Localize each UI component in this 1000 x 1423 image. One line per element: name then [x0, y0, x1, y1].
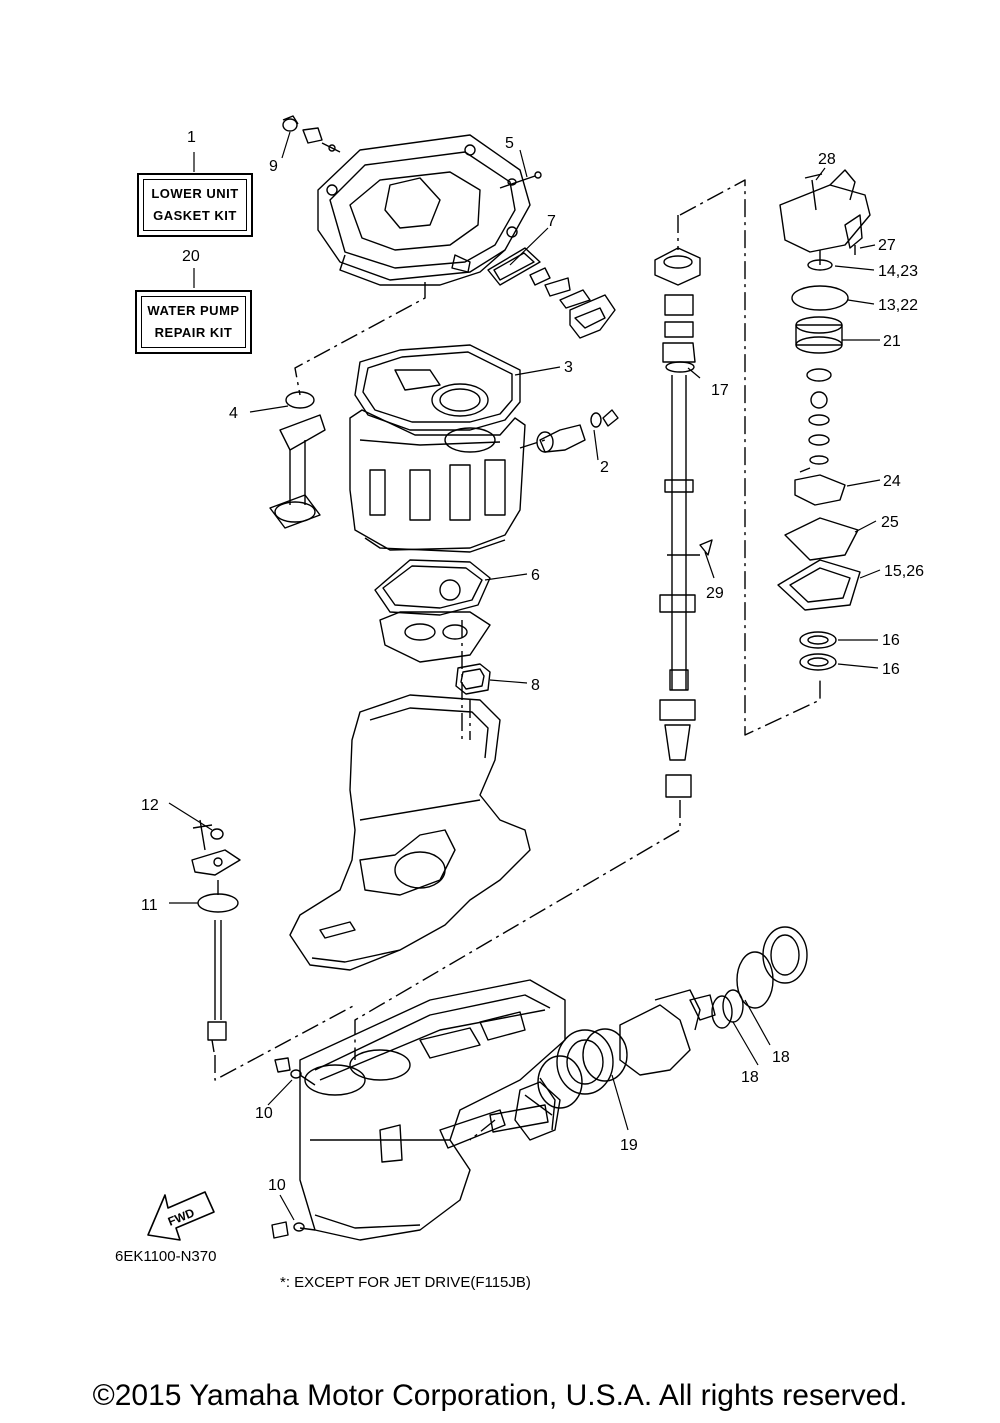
- gasket-6: [374, 559, 491, 663]
- bolt-5: [499, 171, 542, 189]
- callout-16-upper: 16: [882, 632, 900, 649]
- seal-9-parts: [282, 115, 341, 153]
- tube-4: [269, 391, 326, 529]
- callout-1: 1: [187, 129, 196, 146]
- callout-2: 2: [600, 459, 609, 476]
- leader-lines: [168, 131, 881, 1221]
- water-pump-repair-kit-box: WATER PUMP REPAIR KIT: [135, 290, 252, 354]
- callout-15-26: 15,26: [884, 563, 924, 580]
- copyright-notice: ©2015 Yamaha Motor Corporation, U.S.A. A…: [92, 1379, 908, 1412]
- gearcase: [299, 979, 566, 1241]
- callout-24: 24: [883, 473, 901, 490]
- diagram-code: 6EK1100-N370: [115, 1248, 217, 1265]
- upper-casing-top: [317, 134, 531, 286]
- callout-25: 25: [881, 514, 899, 531]
- callout-5: 5: [505, 135, 514, 152]
- callout-14-23: 14,23: [878, 263, 918, 280]
- callout-28: 28: [818, 151, 836, 168]
- rubber-8: [455, 663, 491, 695]
- callout-29: 29: [706, 585, 724, 602]
- callout-17: 17: [711, 382, 729, 399]
- callout-18-left: 18: [741, 1069, 759, 1086]
- gasket-3: [354, 344, 521, 431]
- alignment-lines: [214, 179, 821, 1231]
- callout-3: 3: [564, 359, 573, 376]
- water-pump-assembly: [777, 169, 871, 671]
- callout-21: 21: [883, 333, 901, 350]
- callout-20: 20: [182, 248, 200, 265]
- callout-9: 9: [269, 158, 278, 175]
- callout-13-22: 13,22: [878, 297, 918, 314]
- shift-rod-parts: [191, 819, 241, 1053]
- screw-10-parts: [271, 1057, 305, 1239]
- lower-unit-kit-line1: LOWER UNIT: [151, 186, 239, 201]
- callout-10-lower: 10: [268, 1177, 286, 1194]
- callout-7: 7: [547, 213, 556, 230]
- jet-drive-note: *: EXCEPT FOR JET DRIVE(F115JB): [280, 1274, 531, 1291]
- water-pump-kit-line2: REPAIR KIT: [154, 325, 233, 340]
- upper-casing-middle: [349, 409, 526, 553]
- exhaust-housing: [289, 694, 531, 971]
- callout-12: 12: [141, 797, 159, 814]
- seal-2-parts: [536, 409, 619, 453]
- callout-10-upper: 10: [255, 1105, 273, 1122]
- callout-16-lower: 16: [882, 661, 900, 678]
- callout-4: 4: [229, 405, 238, 422]
- callout-11: 11: [141, 897, 158, 914]
- fwd-arrow-icon: [147, 1191, 215, 1241]
- driveshaft-assembly: [654, 247, 713, 798]
- lower-unit-kit-line2: GASKET KIT: [153, 208, 237, 223]
- water-pump-kit-line1: WATER PUMP: [147, 303, 240, 318]
- propshaft-assembly: [489, 926, 808, 1141]
- callout-8: 8: [531, 677, 540, 694]
- lower-unit-gasket-kit-box: LOWER UNIT GASKET KIT: [137, 173, 253, 237]
- callout-19: 19: [620, 1137, 638, 1154]
- callout-27: 27: [878, 237, 896, 254]
- callout-6: 6: [531, 567, 540, 584]
- gasket-7: [487, 247, 616, 339]
- callout-18-right: 18: [772, 1049, 790, 1066]
